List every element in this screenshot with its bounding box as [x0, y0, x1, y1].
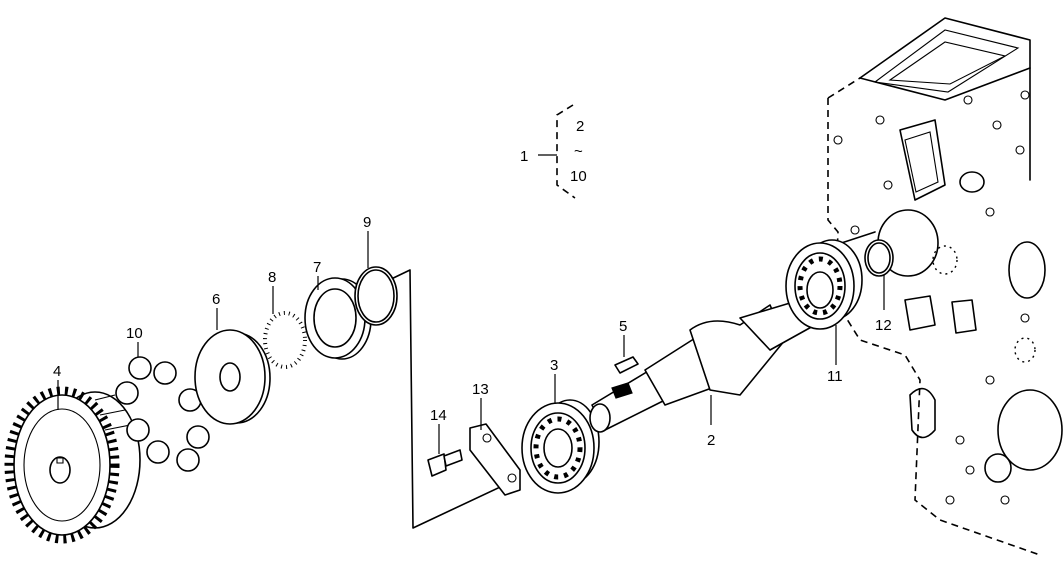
callout-8: 8: [268, 269, 276, 286]
callout-range-start: 2: [576, 118, 584, 135]
callout-2: 2: [707, 432, 715, 449]
callout-9: 9: [363, 214, 371, 231]
callout-5: 5: [619, 318, 627, 335]
bolt: [427, 449, 463, 477]
retainer-plate: [469, 423, 521, 496]
callout-7: 7: [313, 259, 321, 276]
block-bolt-holes: [833, 90, 1030, 505]
callout-3: 3: [550, 357, 558, 374]
steel-balls: [115, 356, 210, 472]
range-symbol: ~: [574, 143, 583, 160]
callout-4: 4: [53, 363, 61, 380]
callout-11: 11: [827, 368, 843, 385]
leader-lines: [57, 231, 885, 454]
needle-ring: [263, 311, 307, 369]
rear-snap-ring: [864, 239, 894, 277]
callout-14: 14: [430, 407, 447, 424]
gear: [4, 386, 141, 544]
callout-range-end: 10: [570, 168, 587, 185]
callout-1: 1: [520, 148, 528, 165]
snap-ring: [354, 266, 398, 326]
rear-bearing: [785, 239, 863, 330]
callout-6: 6: [212, 291, 220, 308]
callout-12: 12: [875, 317, 892, 334]
range-bracket: 1 2 ~ 10: [520, 104, 587, 199]
callouts: 4 10 6 8 7 9 14 13 3 5 2 11 12: [53, 214, 892, 449]
woodruff-key: [614, 356, 639, 374]
callout-10: 10: [126, 325, 143, 342]
assembly-line: [384, 269, 516, 529]
front-bearing: [521, 399, 600, 494]
callout-13: 13: [472, 381, 489, 398]
thrust-washer: [194, 329, 271, 425]
